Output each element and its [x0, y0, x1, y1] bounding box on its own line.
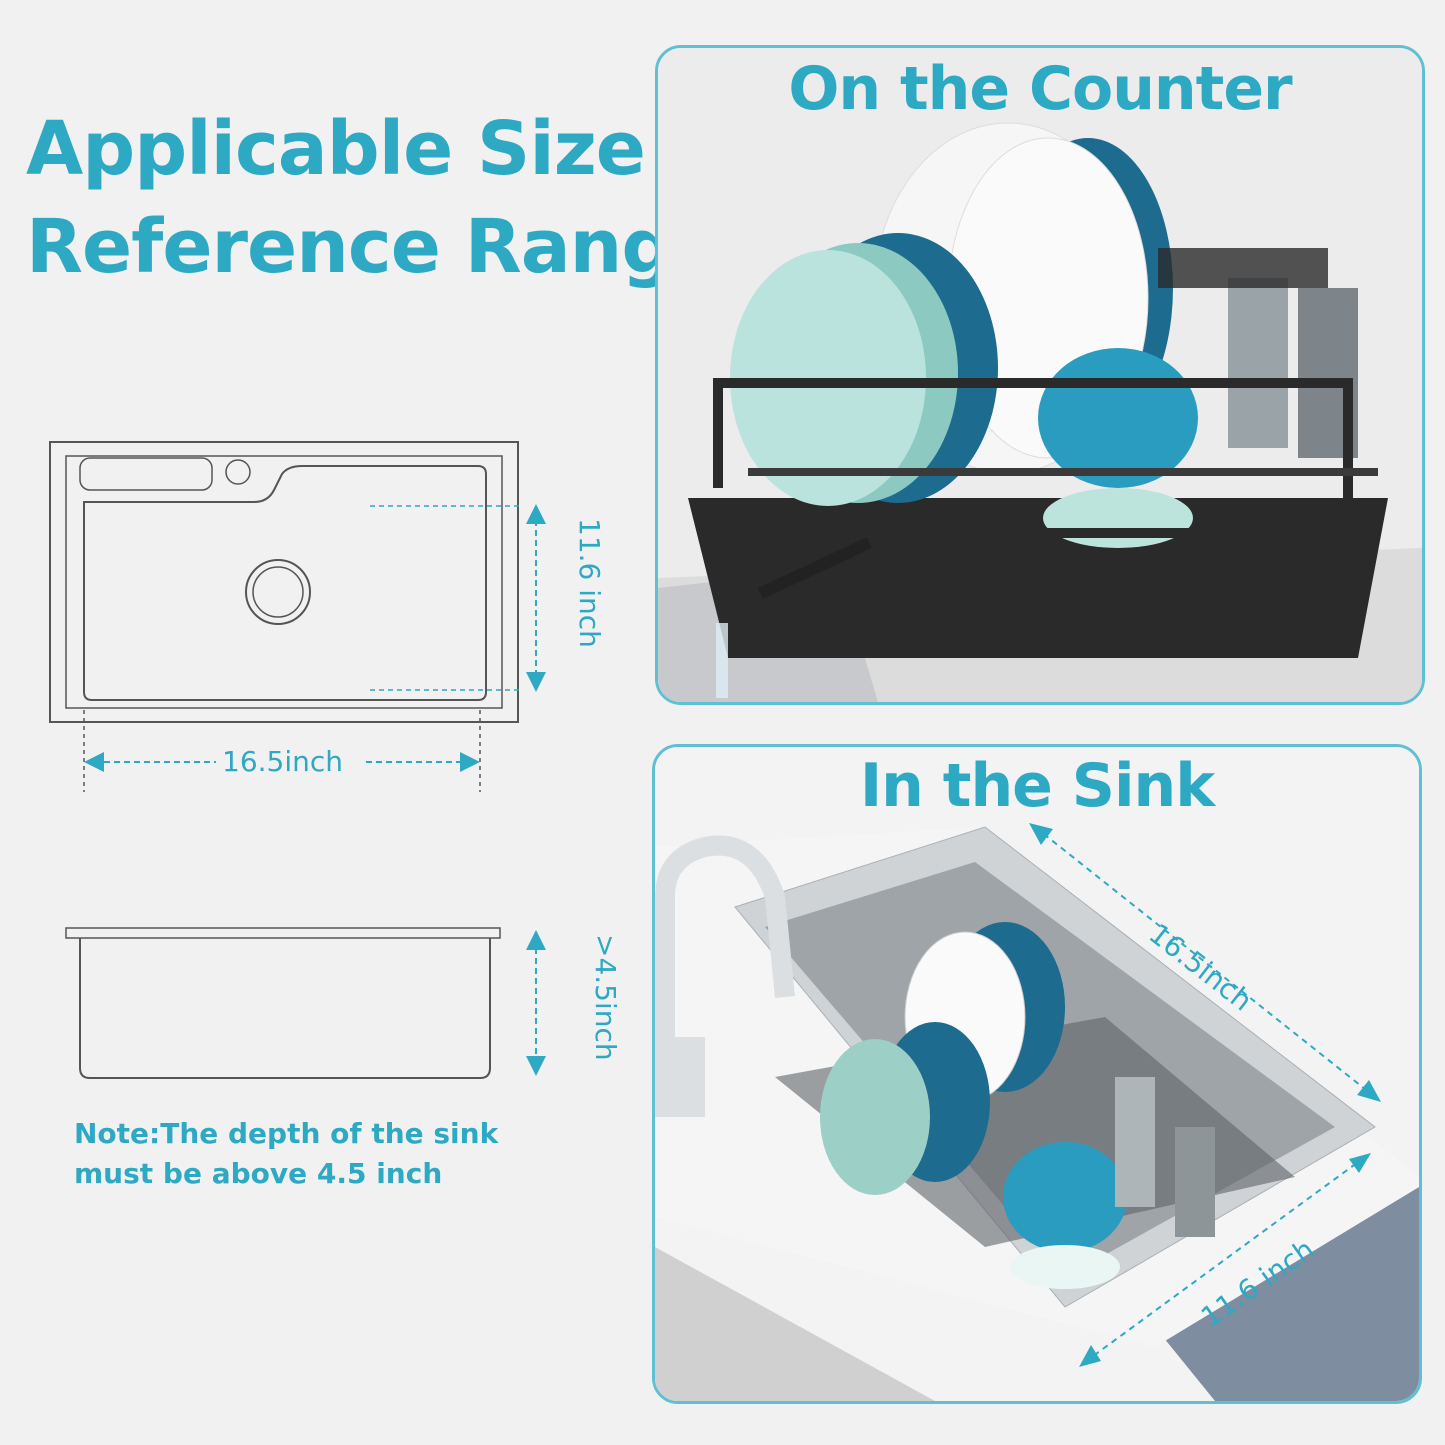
in-the-sink-panel: In the Sink 16.5inch 11.6 inch — [652, 744, 1422, 1404]
sink-side-view-diagram — [65, 927, 546, 1079]
length-dimension-label: 11.6 inch — [573, 518, 606, 648]
depth-note: Note:The depth of the sink must be above… — [74, 1114, 594, 1194]
counter-dish-rack-photo — [658, 48, 1422, 702]
sink-dish-rack-photo — [655, 747, 1419, 1401]
page-title: Applicable Size Reference Range — [26, 100, 724, 296]
title-line-2: Reference Range — [26, 204, 724, 290]
note-line-2: must be above 4.5 inch — [74, 1157, 443, 1190]
title-line-1: Applicable Size — [26, 106, 646, 192]
on-the-counter-panel: On the Counter — [655, 45, 1425, 705]
sink-panel-title: In the Sink — [859, 751, 1215, 821]
depth-dimension-label: >4.5inch — [589, 934, 622, 1061]
note-line-1: Note:The depth of the sink — [74, 1117, 499, 1150]
sink-top-view-diagram — [49, 441, 546, 792]
width-dimension-label: 16.5inch — [222, 745, 344, 778]
counter-panel-title: On the Counter — [788, 54, 1292, 124]
